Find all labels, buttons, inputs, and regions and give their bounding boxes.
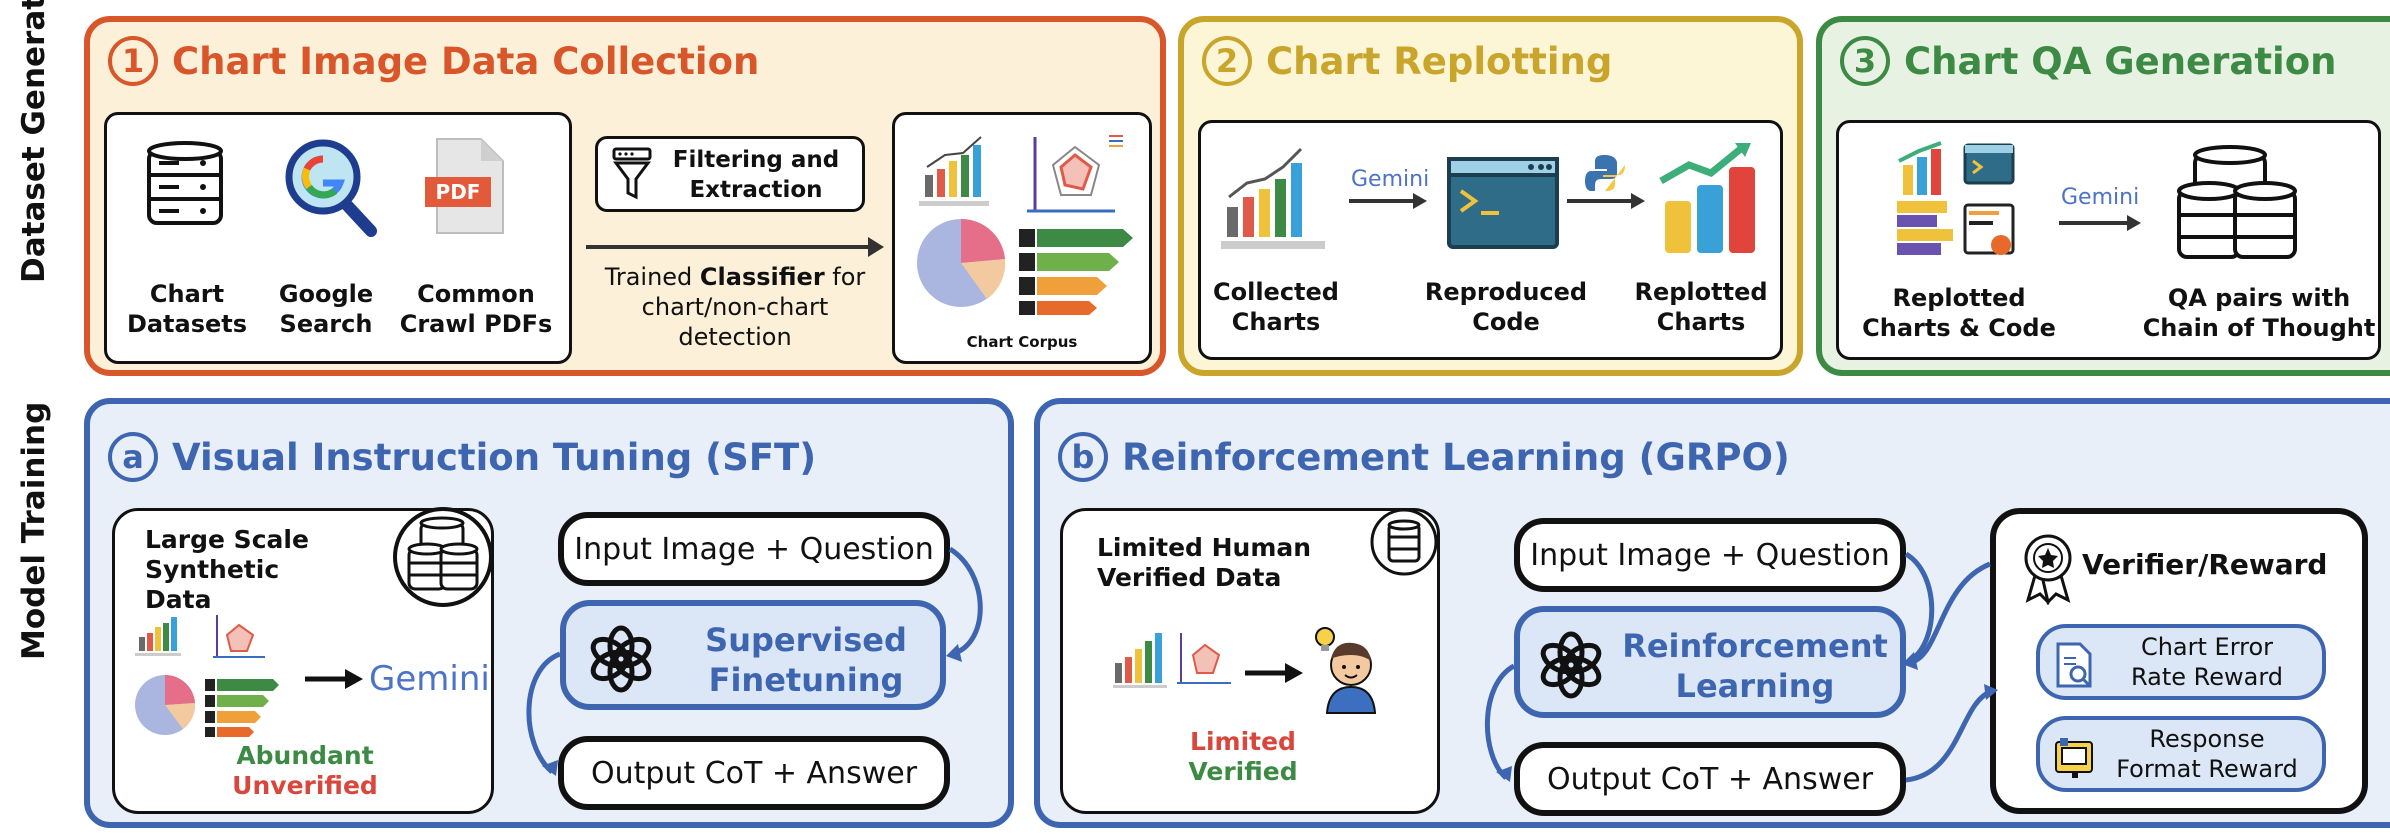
panel1-title-text: Chart Image Data Collection [172, 39, 760, 83]
gemini-label-qa: Gemini [2061, 185, 2140, 210]
panel-a-title-text: Visual Instruction Tuning (SFT) [172, 435, 817, 479]
panel3-title-text: Chart QA Generation [1904, 39, 2337, 83]
rl-flow-arrows [1485, 551, 1998, 783]
funnel-icon [612, 147, 652, 200]
classifier-label: Trained Classifier for chart/non-chart d… [604, 263, 866, 351]
google-search-icon [285, 139, 377, 237]
panel-b-letter: b [1058, 432, 1108, 482]
sft-output-pill: Output CoT + Answer [558, 736, 950, 810]
pdf-icon: PDF [425, 138, 504, 234]
panel-reinforcement-learning: b Reinforcement Learning (GRPO) Limited … [1034, 398, 2390, 828]
panel3-title: 3 Chart QA Generation [1840, 36, 2337, 86]
panel1-number: 1 [108, 36, 158, 86]
database-stack-icon [393, 507, 493, 607]
side-label-model-training: Model Training [16, 401, 52, 660]
human-annotator-icon [1315, 627, 1377, 714]
arrow-to-corpus [586, 237, 884, 257]
openai-logo-icon-rl [1540, 631, 1602, 699]
code-window-icon [1447, 157, 1559, 249]
verifier-title: Verifier/Reward [2082, 548, 2328, 581]
rl-input-pill: Input Image + Question [1514, 518, 1906, 592]
panel2-title: 2 Chart Replotting [1202, 36, 1612, 86]
award-badge-icon [2024, 534, 2072, 605]
verified-chart-illustration [1113, 633, 1231, 688]
synthetic-charts-illustration [135, 615, 279, 737]
panel-a-letter: a [108, 432, 158, 482]
openai-logo-icon [590, 625, 652, 693]
panel2-number: 2 [1202, 36, 1252, 86]
panel-b-title-text: Reinforcement Learning (GRPO) [1122, 435, 1790, 479]
collected-charts-icon [1221, 147, 1325, 249]
qa-database-stack-icon [2177, 145, 2297, 259]
arrow-to-human [1245, 663, 1303, 683]
abundant-unverified-label: Abundant Unverified [232, 741, 378, 800]
panel2-title-text: Chart Replotting [1266, 39, 1613, 83]
python-icon [1585, 155, 1625, 191]
chart-corpus-illustration [917, 135, 1133, 315]
panel1-title: 1 Chart Image Data Collection [108, 36, 759, 86]
sft-input-pill: Input Image + Question [558, 512, 950, 586]
arrow-collected-to-code [1349, 193, 1427, 209]
panel-a-title: a Visual Instruction Tuning (SFT) [108, 432, 816, 482]
sft-flow-arrows [526, 546, 983, 776]
database-icon-small [1370, 508, 1438, 576]
replotted-charts-icon [1659, 143, 1755, 253]
rl-output-pill: Output CoT + Answer [1514, 742, 1906, 816]
chart-corpus-box: Chart Corpus [892, 112, 1152, 364]
panel3-number: 3 [1840, 36, 1890, 86]
format-certificate-icon [2055, 738, 2093, 778]
gemini-label-replot: Gemini [1351, 167, 1430, 192]
document-check-icon [2056, 642, 2092, 688]
side-label-dataset-generation: Dataset Generation [16, 0, 52, 283]
panel-b-title: b Reinforcement Learning (GRPO) [1058, 432, 1790, 482]
svg-text:PDF: PDF [436, 180, 481, 204]
limited-verified-label: Limited Verified [1188, 727, 1298, 786]
chart-corpus-label: Chart Corpus [966, 333, 1078, 351]
replotted-charts-code-icon [1897, 141, 2015, 255]
arrow-code-to-replotted [1567, 193, 1645, 209]
panel-visual-instruction-tuning: a Visual Instruction Tuning (SFT) Large … [84, 398, 1014, 828]
gemini-label-sft: Gemini [369, 659, 490, 699]
database-icon [147, 141, 223, 225]
arrow-to-gemini [305, 669, 363, 689]
arrow-to-qa-pairs [2059, 215, 2141, 231]
